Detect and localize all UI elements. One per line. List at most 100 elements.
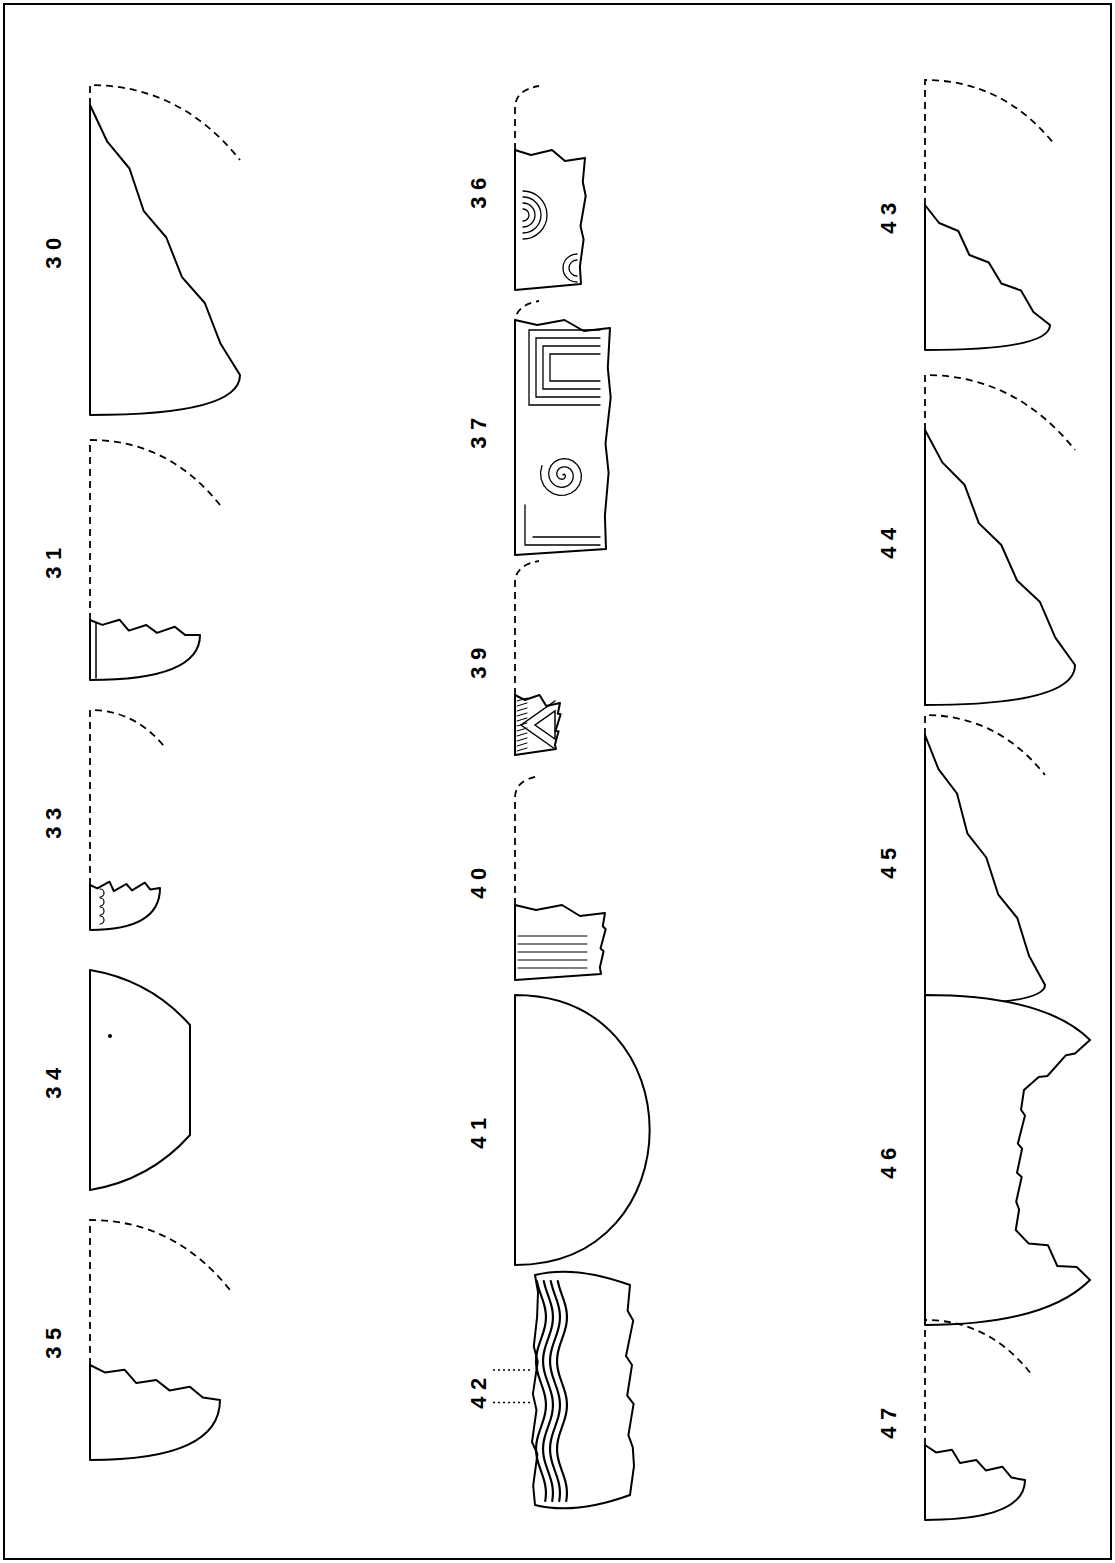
painted-band: [557, 1281, 567, 1501]
figure-number: 31: [43, 541, 65, 579]
figure-number: 44: [878, 521, 900, 559]
sherd-section: [925, 430, 1075, 705]
vessel-profile: [90, 85, 240, 415]
incised-decoration: [523, 191, 547, 239]
figure-number: 46: [878, 1141, 900, 1179]
incised-decoration: [523, 203, 535, 227]
sherd-section: [90, 105, 240, 415]
reconstruction-line: [925, 375, 1075, 450]
reconstruction-line: [90, 710, 165, 885]
vessel-profile: [515, 776, 606, 980]
figure-number: 33: [43, 801, 65, 839]
sherd-section: [925, 205, 1050, 350]
impressed-decoration: [100, 898, 104, 906]
incised-decoration: [536, 338, 600, 397]
incised-decoration: [525, 505, 600, 545]
vessel-profile: [925, 80, 1055, 350]
impressed-decoration: [100, 916, 104, 924]
painted-band: [543, 1281, 553, 1501]
sherd-section: [90, 1365, 220, 1460]
figure-number: 37: [468, 411, 490, 449]
incised-decoration: [569, 260, 577, 276]
figure-number: 39: [468, 641, 490, 679]
complete-vessel: [90, 970, 190, 1190]
vessel-profile: [515, 301, 611, 555]
figure-number: 40: [468, 861, 490, 899]
incised-decoration: [563, 254, 577, 282]
sherd-section: [925, 735, 1045, 1005]
incised-line: [518, 935, 587, 936]
decorated-sherd: [515, 320, 611, 555]
complete-vessel: [515, 995, 650, 1265]
figure-number: 41: [468, 1111, 490, 1149]
vessel-profile-section: [925, 995, 1090, 1325]
incised-line: [518, 959, 587, 960]
incised-decoration: [550, 354, 600, 381]
hatching: [517, 713, 527, 716]
reconstruction-line: [925, 80, 1055, 205]
reconstruction-line: [515, 776, 539, 905]
incised-decoration: [523, 197, 541, 233]
hole-mark: [108, 1034, 112, 1038]
incised-decoration: [529, 330, 600, 405]
hatching: [517, 738, 527, 741]
hatching: [517, 698, 527, 701]
painted-sherd: [532, 1272, 634, 1509]
hatching: [517, 723, 527, 726]
decorated-sherd: [515, 150, 586, 290]
vessel-profile: [515, 561, 561, 755]
sherd-section: [90, 882, 160, 930]
incised-line: [518, 967, 587, 968]
incised-line: [518, 951, 587, 952]
vessel-profile: [925, 715, 1045, 1005]
vessel-profile: [90, 1220, 230, 1460]
vessel-profile: [515, 995, 650, 1265]
figure-number: 45: [878, 841, 900, 879]
sherd-section: [90, 620, 200, 680]
reconstruction-line: [90, 1220, 230, 1365]
figure-number: 35: [43, 1321, 65, 1359]
rim-lip: [95, 623, 97, 678]
reconstruction-line: [925, 715, 1045, 775]
hatching: [517, 718, 527, 721]
decorated-sherd: [515, 695, 561, 755]
vessel-profile: [90, 710, 165, 930]
hatching: [517, 728, 527, 731]
hatching: [517, 748, 527, 751]
reconstruction-line: [925, 1320, 1030, 1445]
vessel-profile: [925, 1320, 1030, 1520]
figure-number: 34: [43, 1061, 65, 1099]
figure-number: 43: [878, 196, 900, 234]
spiral-decoration: [541, 459, 582, 496]
dotted-guide: [493, 1370, 533, 1403]
reconstruction-line: [515, 86, 539, 150]
incised-decoration: [543, 346, 600, 389]
incised-line: [518, 943, 587, 944]
vessel-profile: [925, 375, 1075, 705]
incised-decoration: [535, 711, 555, 739]
vessel-profile: [90, 440, 220, 680]
vessel-profile: [493, 1272, 634, 1509]
reconstruction-line: [515, 301, 539, 323]
sherd-section: [925, 1445, 1025, 1520]
vessel-profile: [515, 86, 586, 290]
figure-number: 42: [468, 1371, 490, 1409]
painted-band: [550, 1281, 560, 1501]
impressed-decoration: [100, 907, 104, 915]
figure-frame: [4, 4, 1111, 1559]
figure-number: 30: [43, 231, 65, 269]
reconstruction-line: [90, 440, 220, 620]
incised-decoration: [523, 209, 529, 221]
hatching: [517, 743, 527, 746]
reconstruction-line: [515, 561, 539, 695]
hatching: [517, 703, 527, 706]
hatching: [517, 733, 527, 736]
figure-number: 47: [878, 1401, 900, 1439]
hatching: [517, 708, 527, 711]
decorated-sherd: [515, 905, 606, 980]
impressed-decoration: [100, 889, 104, 897]
vessel-profile: [925, 995, 1090, 1325]
